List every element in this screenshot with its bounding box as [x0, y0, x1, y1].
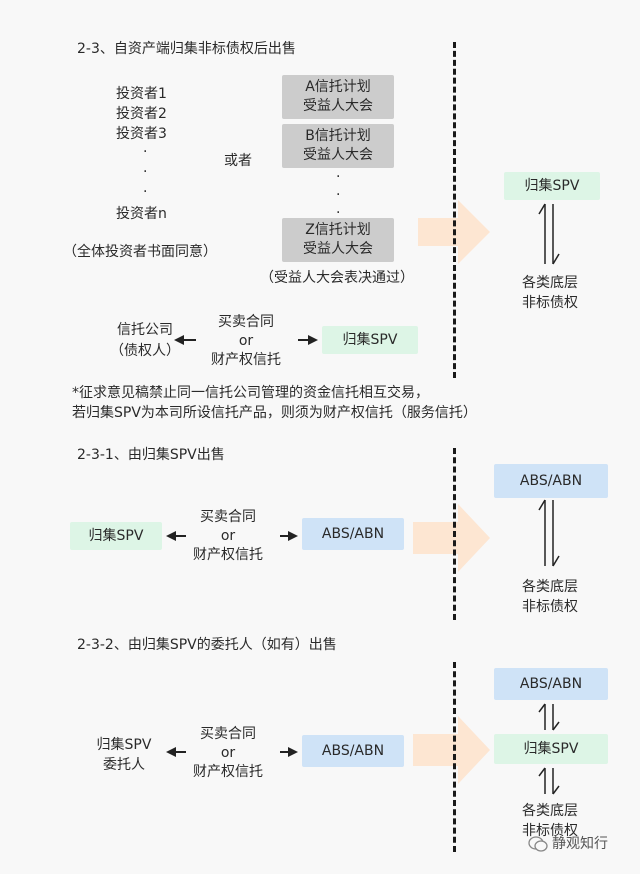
trust-plan-a-box: A信托计划 受益人大会: [282, 75, 394, 119]
trust-plan-name: A信托计划: [305, 79, 371, 95]
abs-abn-label: ABS/ABN: [321, 525, 385, 542]
investor-1: 投资者1: [116, 86, 167, 102]
arrow-head-right: [288, 531, 298, 541]
investor-2: 投资者2: [116, 106, 167, 122]
arrow-head-right: [308, 335, 318, 345]
assets-line-1: 各类底层: [522, 275, 578, 291]
section-3-heading: 2-3-2、由归集SPV的委托人（如有）出售: [77, 637, 337, 653]
trust-ellipsis-dot: ·: [336, 187, 341, 203]
abs-abn-box: ABS/ABN: [302, 518, 404, 550]
abs-abn-box: ABS/ABN: [302, 735, 404, 767]
right-spv-label: 归集SPV: [523, 740, 579, 757]
investor-ellipsis-dot: ·: [143, 144, 148, 160]
trust-ellipsis-dot: ·: [336, 205, 341, 221]
spv-box: 归集SPV: [322, 326, 418, 354]
trust-plan-b-box: B信托计划 受益人大会: [282, 124, 394, 168]
assets-line-2: 非标债权: [522, 295, 578, 311]
contract-or: or: [238, 333, 254, 349]
assets-line-1: 各类底层: [522, 803, 578, 819]
contract-property-trust: 财产权信托: [211, 352, 281, 368]
contract-or: or: [220, 745, 236, 761]
contract-or: or: [220, 528, 236, 544]
watermark-text: 静观知行: [552, 836, 608, 852]
trust-plan-z-box: Z信托计划 受益人大会: [282, 218, 394, 262]
investor-note: （全体投资者书面同意）: [63, 244, 217, 260]
settlor-line-1: 归集SPV: [96, 737, 152, 753]
assets-line-2: 非标债权: [522, 599, 578, 615]
contract-sale: 买卖合同: [200, 726, 256, 742]
abs-abn-label: ABS/ABN: [321, 742, 385, 759]
section-1-heading: 2-3、自资产端归集非标债权后出售: [77, 41, 296, 57]
trust-plan-meeting: 受益人大会: [303, 98, 373, 114]
arrow-head-left: [166, 747, 176, 757]
trustee-name: 信托公司: [117, 322, 173, 338]
wechat-logo-icon: [528, 836, 548, 852]
investor-ellipsis-dot: ·: [143, 164, 148, 180]
right-abs-abn-label: ABS/ABN: [519, 675, 583, 692]
big-flow-arrow: [413, 504, 490, 572]
footnote-line-2: 若归集SPV为本司所设信托产品，则须为财产权信托（服务信托）: [72, 405, 477, 421]
trust-plan-name: B信托计划: [305, 128, 371, 144]
right-spv-box: 归集SPV: [504, 172, 600, 200]
right-abs-abn-label: ABS/ABN: [519, 472, 583, 489]
spv-box: 归集SPV: [70, 522, 162, 550]
investor-ellipsis-dot: ·: [143, 184, 148, 200]
or-label: 或者: [224, 153, 252, 169]
contract-property-trust: 财产权信托: [193, 764, 263, 780]
contract-property-trust: 财产权信托: [193, 547, 263, 563]
big-flow-arrow: [413, 716, 490, 784]
trust-plan-meeting: 受益人大会: [303, 147, 373, 163]
investor-3: 投资者3: [116, 126, 167, 142]
spv-label: 归集SPV: [88, 527, 144, 544]
section-2-heading: 2-3-1、由归集SPV出售: [77, 447, 225, 463]
right-abs-abn-box: ABS/ABN: [494, 668, 608, 700]
trustee-role: （债权人）: [110, 343, 180, 359]
trust-ellipsis-dot: ·: [336, 169, 341, 185]
trust-plan-meeting: 受益人大会: [303, 241, 373, 257]
divider-dashed-line: [453, 42, 456, 378]
settlor-line-2: 委托人: [103, 757, 145, 773]
divider-dashed-line: [453, 662, 456, 852]
right-spv-box: 归集SPV: [494, 734, 608, 764]
arrow-head-left: [166, 531, 176, 541]
arrow-head-right: [288, 747, 298, 757]
divider-dashed-line: [453, 448, 456, 620]
contract-sale: 买卖合同: [218, 314, 274, 330]
right-spv-label: 归集SPV: [524, 177, 580, 194]
investor-n: 投资者n: [116, 206, 167, 222]
assets-line-1: 各类底层: [522, 579, 578, 595]
arrow-head-left: [174, 335, 184, 345]
contract-sale: 买卖合同: [200, 509, 256, 525]
right-abs-abn-box: ABS/ABN: [494, 464, 608, 498]
spv-label: 归集SPV: [342, 331, 398, 348]
trust-note: （受益人大会表决通过）: [260, 270, 414, 286]
assets-line-2: 非标债权: [522, 823, 578, 839]
trust-plan-name: Z信托计划: [305, 222, 371, 238]
footnote-line-1: *征求意见稿禁止同一信托公司管理的资金信托相互交易，: [72, 385, 429, 401]
